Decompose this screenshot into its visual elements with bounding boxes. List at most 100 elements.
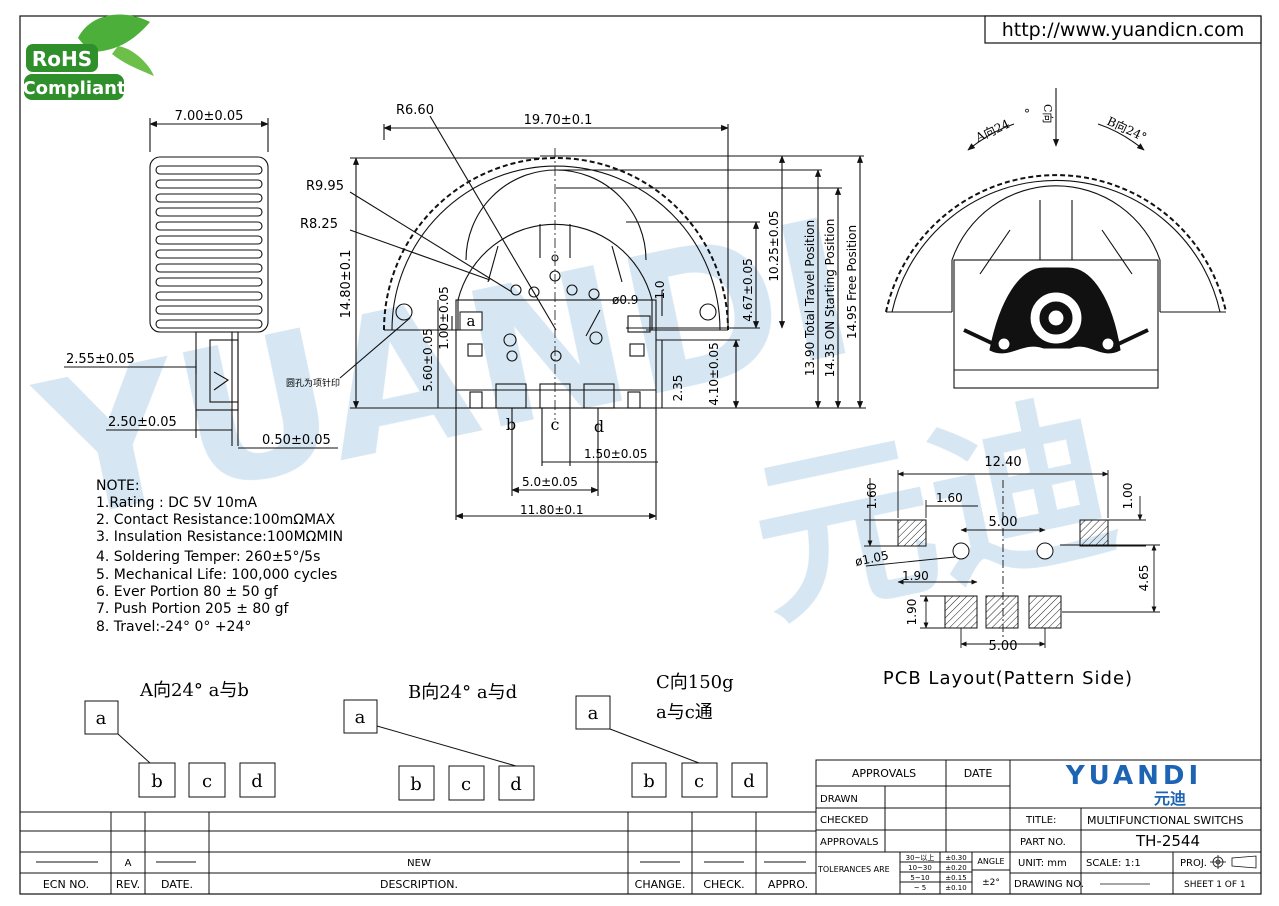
note-item: 6. Ever Portion 80 ± 50 gf xyxy=(96,584,279,600)
tb-angle-tol: ±2° xyxy=(982,878,1000,888)
pcb-pad xyxy=(1079,519,1109,547)
svg-text:30~以上: 30~以上 xyxy=(906,853,935,862)
node-c: c xyxy=(461,774,471,795)
projection-icon xyxy=(1210,855,1257,869)
tb-checked: CHECKED xyxy=(820,815,869,826)
label-r660: R6.60 xyxy=(396,103,434,118)
svg-text:±0.30: ±0.30 xyxy=(945,854,966,862)
pcb-dim-500a: 5.00 xyxy=(989,515,1018,530)
rohs-text: RoHS xyxy=(32,47,92,71)
node-d: d xyxy=(743,771,755,792)
pcb-hole xyxy=(1036,542,1054,560)
leaf-icon xyxy=(78,14,150,52)
tb-date-hdr: DATE xyxy=(964,767,993,780)
svg-text:±0.10: ±0.10 xyxy=(945,884,966,892)
svg-text:5~10: 5~10 xyxy=(910,874,929,882)
url-text[interactable]: http://www.yuandicn.com xyxy=(1002,19,1245,41)
pcb-pad xyxy=(944,595,978,629)
dir-deg: ° xyxy=(1024,107,1030,121)
tb-sheet: SHEET 1 OF 1 xyxy=(1184,880,1246,890)
svg-text:±0.20: ±0.20 xyxy=(945,864,966,872)
side-view-ribs xyxy=(155,165,263,329)
tb-unit: UNIT: mm xyxy=(1018,858,1067,869)
dim-front-height: 14.80±0.1 xyxy=(339,250,354,319)
dim-pos-total: 13.90 Total Travel Position xyxy=(803,220,817,376)
schematic-b: B向24° a与d a b c d xyxy=(343,682,535,801)
rev-appro: APPRO. xyxy=(768,878,808,891)
node-d: d xyxy=(510,774,522,795)
tb-proj: PROJ. xyxy=(1180,858,1207,869)
pcb-layout xyxy=(864,470,1160,648)
svg-text:±0.15: ±0.15 xyxy=(945,874,966,882)
pcb-dim-105: ø1.05 xyxy=(854,548,890,569)
dim-side-width: 7.00±0.05 xyxy=(175,109,244,124)
label-r825: R8.25 xyxy=(300,217,338,232)
dim-150: 1.50±0.05 xyxy=(584,447,648,461)
pcb-dim-190v: 1.90 xyxy=(905,599,919,626)
svg-text:10~30: 10~30 xyxy=(908,864,932,872)
note-item: 3. Insulation Resistance:100MΩMIN xyxy=(96,529,343,545)
pcb-dim-465: 4.65 xyxy=(1137,565,1151,592)
dim-1025: 10.25±0.05 xyxy=(767,210,781,281)
node-d: d xyxy=(251,771,263,792)
pcb-pad xyxy=(985,595,1019,629)
watermark-cjk: 元迪 xyxy=(735,373,1131,652)
tb-angle: ANGLE xyxy=(977,857,1004,866)
node-c: c xyxy=(694,771,704,792)
note-item: 7. Push Portion 205 ± 80 gf xyxy=(96,601,290,617)
rev-check: CHECK. xyxy=(703,878,744,891)
rev-letter: A xyxy=(125,858,132,869)
schematic-subtitle: a与c通 xyxy=(656,702,713,723)
rev-change: CHANGE. xyxy=(635,878,686,891)
note-item: 1.Rating : DC 5V 10mA xyxy=(96,495,258,511)
tb-part-val: TH-2544 xyxy=(1135,832,1200,850)
dim-50: 5.0±0.05 xyxy=(522,475,578,489)
label-r995: R9.95 xyxy=(306,179,344,194)
logo-latin: YUANDI xyxy=(1065,761,1202,791)
pcb-dim-190h: 1.90 xyxy=(902,569,929,583)
side-view xyxy=(64,118,338,449)
pcb-dim-100: 1.00 xyxy=(1121,483,1135,510)
dir-c: C向 xyxy=(1041,104,1055,123)
rev-date: DATE. xyxy=(161,878,193,891)
dim-1180: 11.80±0.1 xyxy=(520,503,584,517)
note-item: 4. Soldering Temper: 260±5°/5s xyxy=(96,549,320,565)
dim-hole: ø0.9 xyxy=(612,293,638,307)
dim-side-pin: 0.50±0.05 xyxy=(262,433,331,448)
note-item: 5. Mechanical Life: 100,000 cycles xyxy=(96,567,337,583)
logo-cjk: 元迪 xyxy=(1154,789,1186,808)
pcb-caption: PCB Layout(Pattern Side) xyxy=(883,668,1133,689)
yuandi-logo: YUANDI 元迪 xyxy=(1065,761,1202,808)
schematic-title: A向24° a与b xyxy=(139,680,249,701)
compliant-text: Compliant xyxy=(22,78,126,99)
pcb-dim-500b: 5.00 xyxy=(989,639,1018,654)
dim-side-base: 2.50±0.05 xyxy=(108,415,177,430)
pin-label-c: c xyxy=(551,415,560,434)
dim-467: 4.67±0.05 xyxy=(741,258,755,322)
title-block xyxy=(815,759,1262,895)
dir-b: B向24° xyxy=(1105,113,1149,144)
front-view xyxy=(339,115,866,520)
url-box[interactable]: http://www.yuandicn.com xyxy=(984,15,1262,44)
pcb-hole xyxy=(952,542,970,560)
rev-description: DESCRIPTION. xyxy=(380,878,458,891)
pin-label-b: b xyxy=(506,415,516,434)
back-view xyxy=(885,88,1227,389)
schematic-a: A向24° a与b a b c d xyxy=(84,680,276,798)
pcb-dim-1240: 12.40 xyxy=(984,455,1021,470)
pin-label-a: a xyxy=(467,312,476,330)
knob-outer-arc xyxy=(383,157,729,331)
tb-drawing-no: DRAWING NO. xyxy=(1014,879,1084,890)
dim-front-560: 5.60±0.05 xyxy=(421,328,435,392)
tb-part-lbl: PART NO. xyxy=(1020,837,1066,848)
pin-labels: a b c d xyxy=(459,311,604,436)
dim-pos-free: 14.95 Free Position xyxy=(845,225,859,339)
tb-approvals-hdr: APPROVALS xyxy=(852,767,916,780)
node-b: b xyxy=(151,771,163,792)
tb-title-val: MULTIFUNCTIONAL SWITCHS xyxy=(1087,814,1244,827)
dim-235: 2.35 xyxy=(671,375,685,402)
pcb-pad xyxy=(1028,595,1062,629)
rohs-badge: RoHS Compliant xyxy=(22,14,154,100)
dim-side-left: 2.55±0.05 xyxy=(66,352,135,367)
note-item: 2. Contact Resistance:100mΩMAX xyxy=(96,512,336,528)
